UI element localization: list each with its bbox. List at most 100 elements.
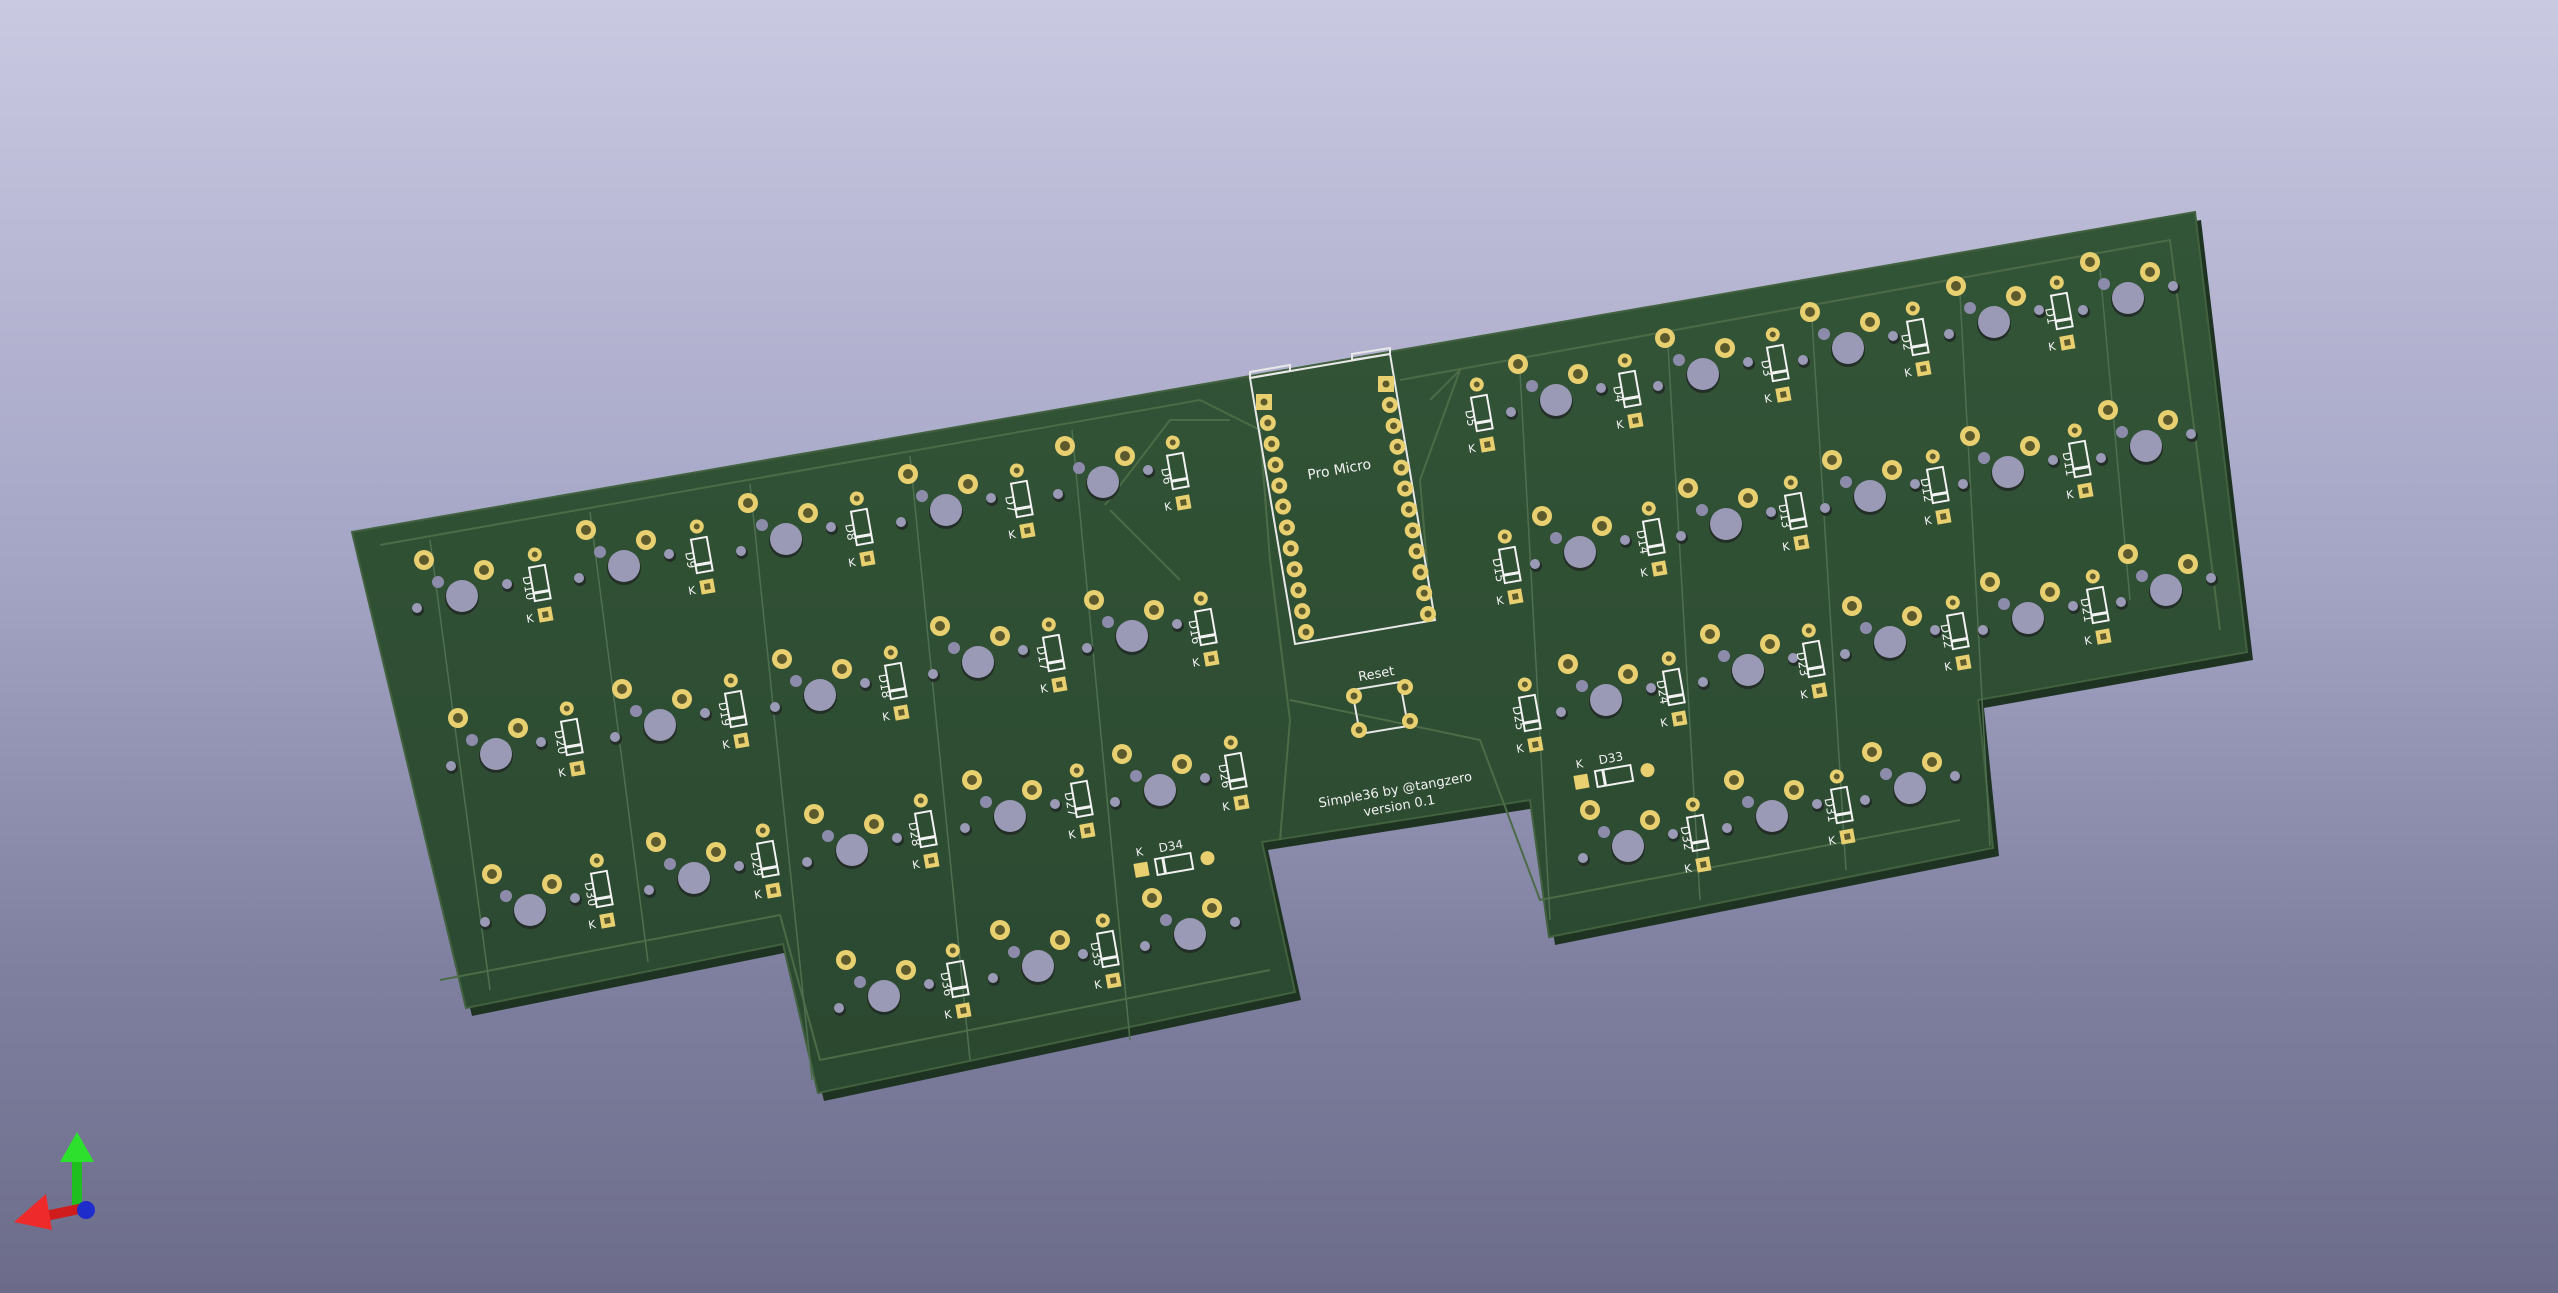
diode-label: D11 [2060,451,2078,478]
key-switch[interactable] [1053,436,1155,502]
diode-label: D12 [1918,477,1936,504]
key-switch[interactable] [610,679,712,745]
diode-d4[interactable]: D4K [1604,352,1644,432]
key-switch-footprints[interactable] [412,252,2218,1016]
diode-footprints[interactable]: D1KD2KD3KD4KD5KD6KD7KD8KD9KD10KD11KD12KD… [514,274,2112,1022]
key-switch[interactable] [1798,302,1900,368]
key-switch[interactable] [802,804,904,870]
key-switch[interactable] [2116,544,2218,610]
cathode-mark: K [1221,800,1231,814]
copper-traces [379,238,2221,1062]
pro-micro-pin [1275,498,1292,515]
pro-micro-footprint[interactable]: Pro Micro [1248,346,1437,646]
key-switch[interactable] [1722,770,1824,836]
diode-label: D26 [1216,763,1234,790]
key-switch[interactable] [1676,478,1778,544]
key-switch[interactable] [1110,744,1212,810]
cathode-mark: K [2083,634,2093,648]
key-switch[interactable] [412,550,514,616]
key-switch[interactable] [1698,624,1800,690]
key-switch[interactable] [2096,400,2198,466]
diode-label: D13 [1776,503,1794,530]
key-switch[interactable] [1840,596,1942,662]
key-switch[interactable] [1140,888,1242,954]
key-switch[interactable] [1944,276,2046,342]
diode-d8[interactable]: D8K [836,490,876,570]
pro-micro-pin [1393,459,1410,476]
diode-d6[interactable]: D6K [1152,434,1192,514]
pcb-board[interactable]: Pro Micro Reset Simple36 by @tangzero ve… [350,210,2253,1101]
key-switch[interactable] [1082,590,1184,656]
key-switch[interactable] [644,832,746,898]
key-switch[interactable] [574,520,676,586]
key-switch[interactable] [896,464,998,530]
key-switch[interactable] [988,920,1090,986]
diode-label: D20 [552,729,570,756]
key-switch[interactable] [1578,800,1680,866]
cathode-mark: K [721,738,731,752]
cathode-mark: K [753,888,763,902]
diode-label: D16 [1186,619,1204,646]
diode-d3[interactable]: D3K [1752,326,1792,406]
key-switch[interactable] [1820,450,1922,516]
key-switch[interactable] [1556,654,1658,720]
key-switch[interactable] [1653,328,1755,394]
reset-pad [1402,713,1418,729]
key-switch[interactable] [480,864,582,930]
x-axis-arrow-icon [14,1194,83,1230]
diode-d9[interactable]: D9K [676,518,716,598]
diode-d2[interactable]: D2K [1892,300,1932,380]
key-switch[interactable] [2078,252,2180,318]
key-switch[interactable] [1958,426,2060,492]
diode-d7[interactable]: D7K [996,462,1036,542]
diode-d5[interactable]: D5K [1456,376,1496,456]
diode-d1[interactable]: D1K [2036,274,2076,354]
key-switch[interactable] [928,616,1030,682]
key-switch[interactable] [960,770,1062,836]
cathode-mark: K [911,858,921,872]
reset-switch-footprint[interactable]: Reset [1346,664,1418,738]
key-switch[interactable] [770,649,872,715]
cathode-mark: K [1467,442,1477,456]
pro-micro-pin [1385,417,1402,434]
key-switch[interactable] [1860,742,1962,808]
diode-label: D36 [938,971,956,998]
key-switch[interactable] [834,950,936,1016]
key-switch[interactable] [736,493,838,559]
key-switch[interactable] [446,708,548,774]
key-switch[interactable] [1506,354,1608,420]
pro-micro-pin [1282,540,1299,557]
pro-micro-pin [1412,564,1429,581]
key-switch[interactable] [1978,572,2080,638]
key-switch[interactable] [1530,506,1632,572]
